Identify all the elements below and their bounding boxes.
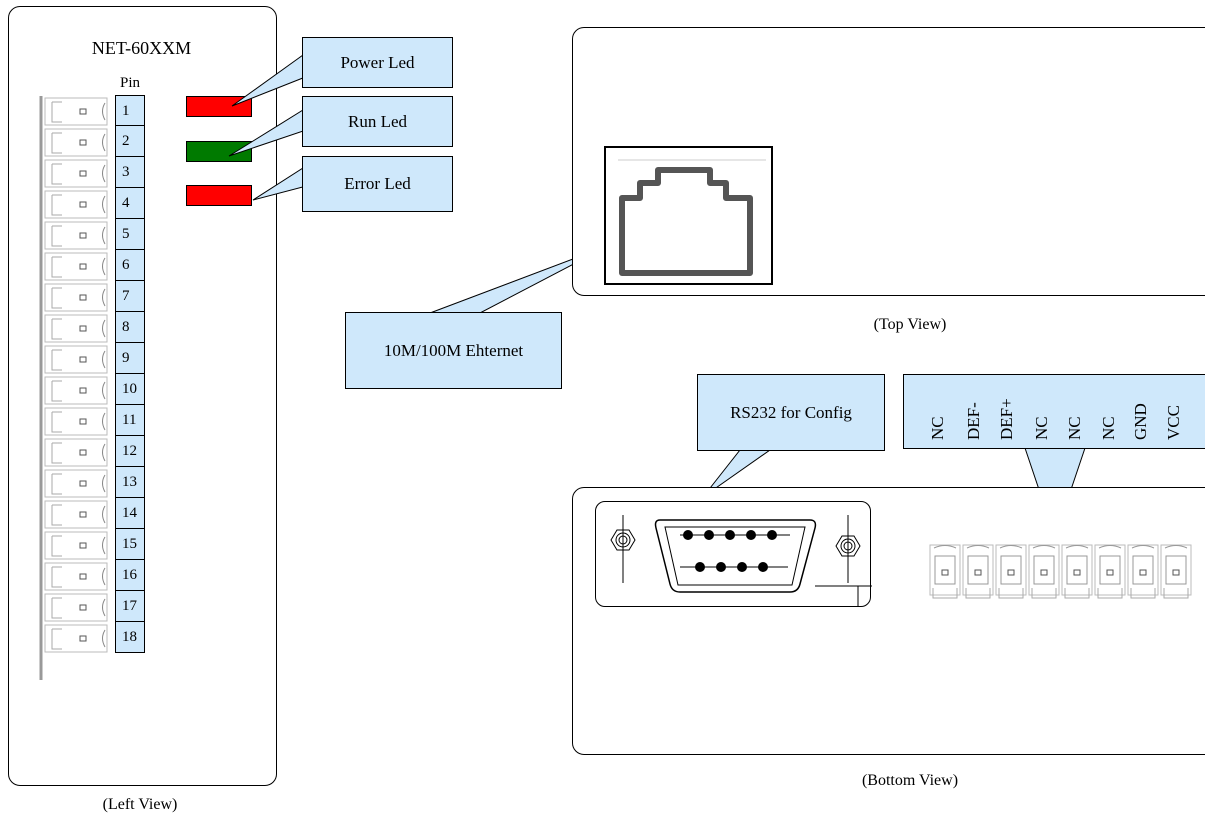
terminal-slot xyxy=(1094,544,1126,599)
terminal-slot xyxy=(44,283,108,312)
run-led-callout: Run Led xyxy=(302,96,453,147)
terminal-slot xyxy=(44,407,108,436)
pin-header: Pin xyxy=(119,75,140,91)
rs232-callout: RS232 for Config xyxy=(697,374,885,451)
ethernet-callout: 10M/100M Ehternet xyxy=(345,312,562,389)
terminal-slot xyxy=(1061,544,1093,599)
terminal-slot xyxy=(995,544,1027,599)
terminal-slot xyxy=(44,190,108,219)
error-led-callout: Error Led xyxy=(302,156,453,212)
pin-column: 1 2 3 4 5 6 7 8 9 10 11 12 13 14 15 16 1… xyxy=(115,95,145,653)
error-led-indicator xyxy=(186,185,252,206)
terminal-slot xyxy=(929,544,961,599)
pin-number: 12 xyxy=(115,436,145,467)
run-led-indicator xyxy=(186,141,252,162)
right-screw-icon xyxy=(835,535,861,557)
terminal-slot xyxy=(44,624,108,653)
pin-number: 10 xyxy=(115,374,145,405)
terminal-slot xyxy=(1028,544,1060,599)
terminal-slot xyxy=(1160,544,1192,599)
power-led-indicator xyxy=(186,96,252,117)
terminal-slot xyxy=(44,128,108,157)
terminal-slot xyxy=(44,252,108,281)
pin-number: 2 xyxy=(115,126,145,157)
terminal-slot xyxy=(1127,544,1159,599)
pin-number: 8 xyxy=(115,312,145,343)
pin-number: 15 xyxy=(115,529,145,560)
terminal-slot xyxy=(44,469,108,498)
terminal-slot xyxy=(962,544,994,599)
terminal-slot xyxy=(44,97,108,126)
terminal-slot xyxy=(44,500,108,529)
terminal-slot xyxy=(44,438,108,467)
terminal-slot xyxy=(44,221,108,250)
pin-number: 4 xyxy=(115,188,145,219)
rj45-icon xyxy=(618,159,766,276)
terminal-slot xyxy=(44,159,108,188)
pin-number: 9 xyxy=(115,343,145,374)
pin-number: 3 xyxy=(115,157,145,188)
pin-number: 16 xyxy=(115,560,145,591)
terminal-labels-callout xyxy=(903,374,1205,449)
terminal-slot xyxy=(44,593,108,622)
power-led-callout: Power Led xyxy=(302,37,453,88)
bottom-view-caption: (Bottom View) xyxy=(861,772,959,789)
pin-number: 13 xyxy=(115,467,145,498)
rj45-port xyxy=(604,146,773,285)
terminal-slot xyxy=(44,376,108,405)
pin-number: 18 xyxy=(115,622,145,653)
pin-number: 5 xyxy=(115,219,145,250)
pin-number: 11 xyxy=(115,405,145,436)
left-view-caption: (Left View) xyxy=(102,796,178,813)
top-view-caption: (Top View) xyxy=(873,316,947,333)
pin-number: 6 xyxy=(115,250,145,281)
pin-number: 7 xyxy=(115,281,145,312)
terminal-slot xyxy=(44,314,108,343)
pin-number: 14 xyxy=(115,498,145,529)
device-name: NET-60XXM xyxy=(91,38,192,58)
terminal-slot xyxy=(44,562,108,591)
terminal-slot xyxy=(44,345,108,374)
pin-number: 1 xyxy=(115,95,145,126)
db9-enclosure xyxy=(595,501,871,607)
left-screw-icon xyxy=(610,529,636,551)
terminal-slot xyxy=(44,531,108,560)
pin-number: 17 xyxy=(115,591,145,622)
